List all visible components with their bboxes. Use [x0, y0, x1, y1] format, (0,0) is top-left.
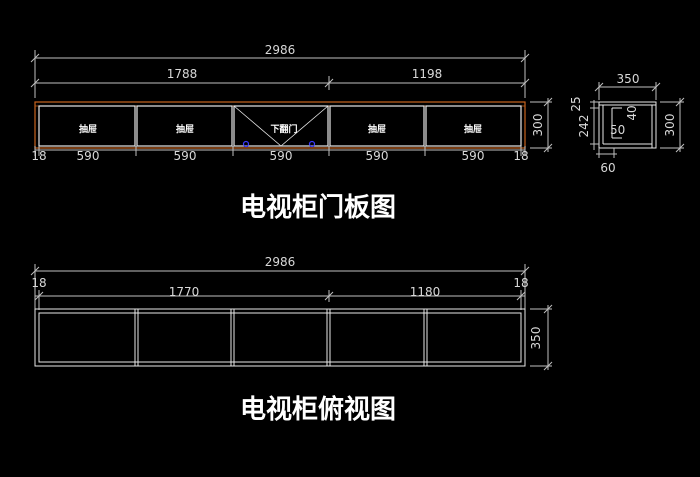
flap-door-opening-lines	[233, 105, 329, 147]
front-right-section-width: 1198	[412, 67, 443, 81]
top-section-dimension	[34, 290, 526, 310]
section-height: 300	[663, 114, 677, 137]
front-height: 300	[531, 114, 545, 137]
panel-label-4: 抽屉	[368, 123, 386, 135]
front-cabinet-outline	[34, 101, 526, 149]
panel-width-4: 590	[366, 149, 389, 163]
panel-drawer-1	[38, 105, 136, 147]
panel-width-1: 590	[77, 149, 100, 163]
front-panel-dimension	[34, 146, 526, 156]
panel-drawer-4	[425, 105, 522, 147]
front-overall-dimension	[30, 50, 530, 98]
panel-drawer-2	[136, 105, 233, 147]
section-view: 350 40 50 25 242 60	[569, 72, 685, 175]
section-bottom-dimension	[596, 148, 617, 158]
section-dim-25: 25	[569, 96, 583, 111]
hinge-marker-left	[242, 140, 250, 148]
front-right-side-thickness: 18	[513, 149, 528, 163]
top-depth: 350	[529, 327, 543, 350]
panel-label-5: 抽屉	[464, 123, 482, 135]
section-dim-60: 60	[600, 161, 615, 175]
front-view-title: 电视柜门板图	[240, 193, 396, 223]
panel-width-5: 590	[462, 149, 485, 163]
front-view: 2986 1788 1198 抽屉	[30, 43, 553, 223]
hinge-marker-right	[308, 140, 316, 148]
section-height-dimension	[660, 97, 685, 153]
front-left-side-thickness: 18	[31, 149, 46, 163]
panel-drawer-3	[329, 105, 425, 147]
top-plan-outline	[34, 308, 526, 367]
section-left-dimension	[590, 100, 599, 150]
top-depth-dimension	[530, 304, 553, 371]
front-height-dimension	[530, 97, 553, 153]
top-view-title: 电视柜俯视图	[240, 394, 396, 425]
panel-label-1: 抽屉	[79, 123, 97, 135]
panel-width-3: 590	[270, 149, 293, 163]
top-overall-width: 2986	[265, 255, 296, 269]
section-depth-dimension	[594, 82, 661, 100]
top-overall-dimension	[30, 264, 530, 310]
top-right-side-thickness: 18	[513, 276, 528, 290]
top-left-side-thickness: 18	[31, 276, 46, 290]
section-dim-242: 242	[577, 115, 591, 138]
front-panels	[38, 105, 522, 147]
top-right-section-width: 1180	[410, 285, 441, 299]
panel-label-3: 下翻门	[270, 123, 297, 135]
front-overall-width: 2986	[265, 43, 296, 57]
section-depth: 350	[617, 72, 640, 86]
top-left-section-width: 1770	[169, 285, 200, 299]
top-view: 2986 18 1770 1180 18	[30, 255, 553, 425]
section-dim-40: 40	[625, 105, 639, 120]
panel-label-2: 抽屉	[176, 123, 194, 135]
section-body	[598, 101, 657, 149]
panel-width-2: 590	[174, 149, 197, 163]
section-dim-50: 50	[610, 123, 625, 137]
front-left-section-width: 1788	[167, 67, 198, 81]
front-section-dimension	[30, 76, 530, 90]
